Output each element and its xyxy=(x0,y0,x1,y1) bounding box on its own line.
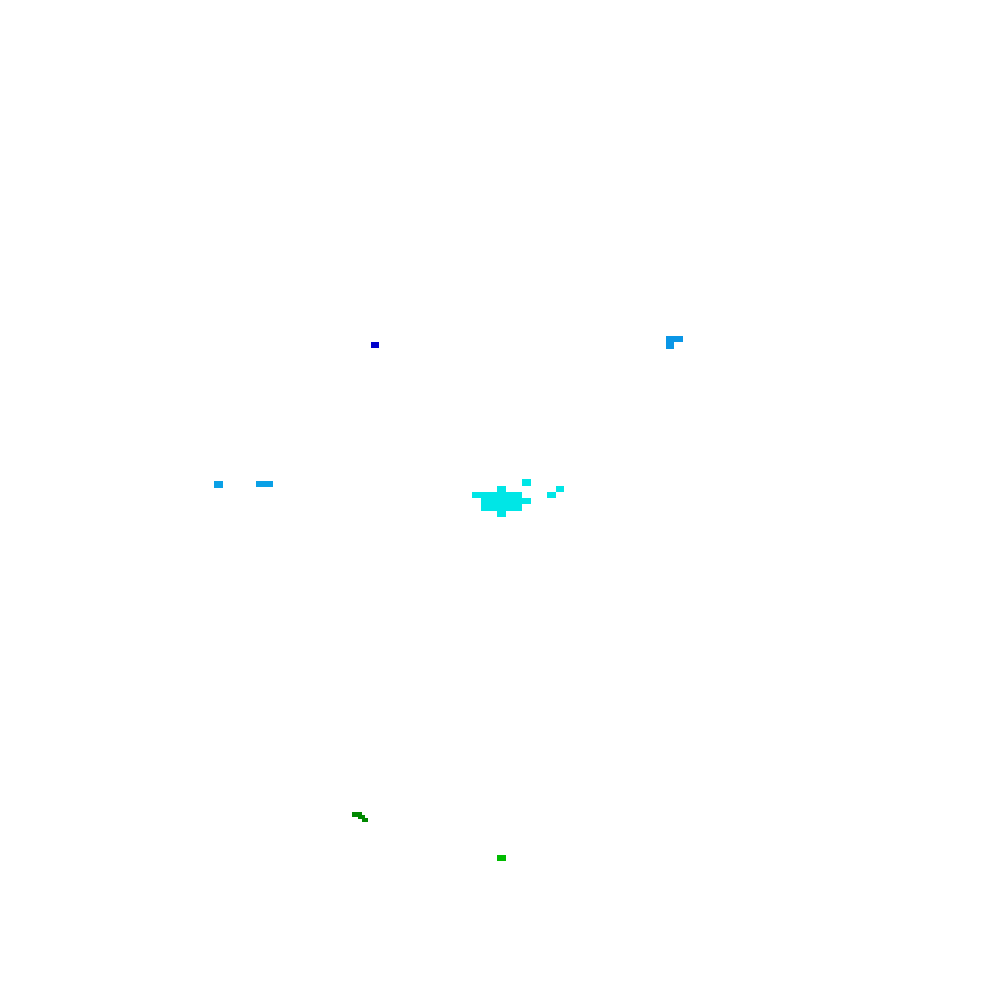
pixel-block xyxy=(472,492,522,498)
speck-left-blue xyxy=(214,481,273,488)
pixel-block xyxy=(371,342,379,348)
pixel-block xyxy=(666,336,683,342)
pixel-block xyxy=(497,511,506,517)
pixel-block xyxy=(497,855,506,861)
pixel-block xyxy=(547,492,556,498)
pixel-block xyxy=(362,818,368,822)
speck-dark-green xyxy=(352,812,368,822)
pixel-block xyxy=(256,481,273,487)
pixel-block xyxy=(352,812,362,817)
pixel-block xyxy=(666,342,674,349)
pixel-block xyxy=(358,815,365,819)
pixel-block xyxy=(214,481,223,488)
speck-green xyxy=(497,855,506,861)
pixel-block xyxy=(497,486,506,492)
pixel-block xyxy=(522,498,531,504)
cluster-cyan xyxy=(472,479,564,517)
pixel-block xyxy=(481,504,522,511)
pixel-block xyxy=(556,486,564,492)
speck-corner-blue xyxy=(666,336,683,349)
pixel-block xyxy=(481,498,522,504)
speck-dark-blue xyxy=(371,342,379,348)
pixel-block xyxy=(522,479,531,486)
